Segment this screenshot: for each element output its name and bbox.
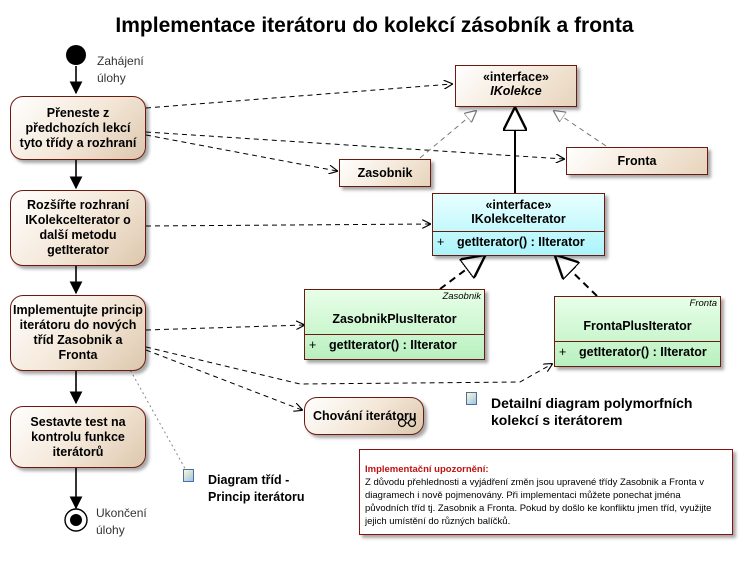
class-ikolekce-iterator-name: IKolekceIterator	[471, 212, 566, 226]
class-zasobnik-name: Zasobnik	[357, 166, 413, 180]
class-zasobnik-plus-iterator[interactable]: Zasobnik ZasobnikPlusIterator +getIterat…	[304, 289, 485, 360]
activity-chovani-iteratoru[interactable]: Chování iterátoru	[304, 397, 424, 435]
realizations-grey	[419, 111, 607, 159]
class-fronta-plus-package: Fronta	[689, 298, 717, 309]
class-zasobnik[interactable]: Zasobnik	[339, 159, 431, 187]
action-test[interactable]: Sestavte test na kontrolu funkce iteráto…	[10, 406, 146, 468]
class-ikolekce-name: IKolekce	[490, 84, 542, 98]
realizations-bold	[439, 256, 598, 297]
class-ikolekce-stereotype: «interface»	[482, 70, 549, 84]
class-ikolekce-iterator[interactable]: «interface» IKolekceIterator +getIterato…	[432, 193, 605, 256]
class-fronta-plus-operation: +getIterator() : IIterator	[559, 345, 707, 359]
class-fronta-plus-name: FrontaPlusIterator	[583, 319, 692, 333]
action-implementovat[interactable]: Implementujte princip iterátoru do novýc…	[10, 295, 146, 371]
class-ikolekce[interactable]: «interface» IKolekce	[455, 65, 577, 107]
end-label: Ukončení úlohy	[96, 506, 147, 537]
note-title: Implementační upozornění:	[365, 464, 489, 475]
class-ikolekce-iterator-stereotype: «interface»	[485, 198, 552, 212]
class-zasobnik-plus-name: ZasobnikPlusIterator	[332, 312, 457, 326]
class-zasobnik-plus-package: Zasobnik	[442, 291, 481, 302]
class-zasobnik-plus-operation: +getIterator() : IIterator	[309, 338, 457, 352]
diagram-link-icon	[183, 469, 194, 482]
note-text: Z důvodu přehlednosti a vyjádření změn j…	[365, 477, 712, 527]
class-ikolekce-iterator-operation: +getIterator() : IIterator	[437, 235, 585, 249]
dependencies	[127, 84, 564, 475]
page-title: Implementace iterátoru do kolekcí zásobn…	[115, 14, 634, 37]
start-node	[66, 45, 86, 65]
class-fronta-name: Fronta	[617, 154, 657, 168]
end-node	[64, 508, 88, 532]
diagram-link-polymorf[interactable]: Detailní diagram polymorfních kolekcí s …	[491, 395, 693, 428]
activity-name: Chování iterátoru	[313, 408, 417, 423]
diagram-link-princip[interactable]: Diagram tříd - Princip iterátoru	[208, 473, 305, 504]
rake-icon	[397, 418, 417, 428]
implementation-note: Implementační upozornění: Z důvodu přehl…	[359, 449, 733, 535]
start-label: Zahájení úlohy	[97, 54, 144, 85]
action-rozsirit[interactable]: Rozšířte rozhraní IKolekceIterator o dal…	[10, 190, 146, 266]
action-prenest[interactable]: Přeneste z předchozích lekcí tyto třídy …	[10, 96, 146, 160]
class-fronta[interactable]: Fronta	[566, 147, 708, 175]
class-fronta-plus-iterator[interactable]: Fronta FrontaPlusIterator +getIterator()…	[554, 296, 721, 367]
diagram-link-icon	[466, 392, 477, 405]
